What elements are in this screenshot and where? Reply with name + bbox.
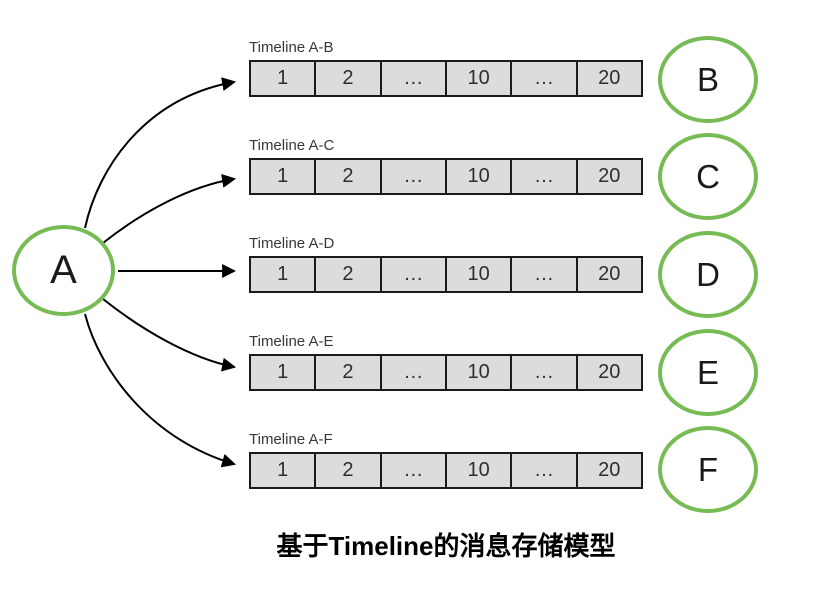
timeline-label: Timeline A-E (249, 333, 334, 350)
node-c-label: C (696, 157, 720, 195)
timeline-cells: 1 2 … 10 … 20 (249, 354, 643, 391)
timeline-section-a-e: Timeline A-E 1 2 … 10 … 20 (249, 332, 643, 391)
timeline-label: Timeline A-B (249, 39, 334, 56)
timeline-section-a-f: Timeline A-F 1 2 … 10 … 20 (249, 430, 643, 489)
arrow-a-to-b-icon (84, 77, 237, 229)
timeline-cell: 1 (249, 452, 317, 489)
timeline-cell: 20 (575, 354, 643, 391)
timeline-label: Timeline A-F (249, 431, 333, 448)
timeline-cell: … (379, 60, 447, 97)
timeline-cell: 2 (314, 452, 382, 489)
timeline-cell: 1 (249, 60, 317, 97)
timeline-cell: … (379, 158, 447, 195)
node-c: C (658, 133, 758, 220)
timeline-cell: … (379, 452, 447, 489)
timeline-cell: 10 (444, 354, 513, 391)
timeline-cell: 2 (314, 354, 382, 391)
node-f: F (658, 426, 758, 513)
timeline-cell: … (510, 60, 578, 97)
timeline-cell: 20 (575, 60, 643, 97)
timeline-section-a-b: Timeline A-B 1 2 … 10 … 20 (249, 38, 643, 97)
timeline-cell: 10 (444, 60, 513, 97)
timeline-cell: 2 (314, 256, 382, 293)
timeline-cell: … (510, 452, 578, 489)
node-a-label: A (50, 248, 77, 292)
timeline-cells: 1 2 … 10 … 20 (249, 256, 643, 293)
node-e: E (658, 329, 758, 416)
node-e-label: E (696, 353, 719, 391)
timeline-cell: … (510, 354, 578, 391)
timeline-cell: … (510, 256, 578, 293)
timeline-cell: … (379, 256, 447, 293)
timeline-cell: … (510, 158, 578, 195)
arrow-a-to-e-icon (102, 298, 237, 372)
diagram-title: 基于Timeline的消息存储模型 (276, 531, 616, 561)
timeline-cell: 2 (314, 60, 382, 97)
node-d: D (658, 231, 758, 318)
timeline-cell: 10 (444, 452, 513, 489)
timeline-cell: 10 (444, 256, 513, 293)
timeline-cell: 1 (249, 354, 317, 391)
node-a: A (12, 225, 115, 316)
timeline-cell: 20 (575, 256, 643, 293)
timeline-cell: 1 (249, 256, 317, 293)
timeline-cells: 1 2 … 10 … 20 (249, 158, 643, 195)
timeline-label: Timeline A-C (249, 137, 335, 154)
timeline-section-a-d: Timeline A-D 1 2 … 10 … 20 (249, 234, 643, 293)
timeline-cell: 10 (444, 158, 513, 195)
node-f-label: F (697, 450, 719, 488)
timeline-cells: 1 2 … 10 … 20 (249, 60, 643, 97)
node-b: B (658, 36, 758, 123)
timeline-cell: … (379, 354, 447, 391)
timeline-cell: 1 (249, 158, 317, 195)
timeline-cell: 20 (575, 452, 643, 489)
node-b-label: B (696, 60, 719, 98)
node-d-label: D (696, 255, 720, 293)
timeline-cell: 2 (314, 158, 382, 195)
timeline-cells: 1 2 … 10 … 20 (249, 452, 643, 489)
timeline-section-a-c: Timeline A-C 1 2 … 10 … 20 (249, 136, 643, 195)
arrow-a-to-c-icon (102, 173, 237, 244)
arrow-a-to-f-icon (84, 313, 237, 468)
timeline-cell: 20 (575, 158, 643, 195)
timeline-label: Timeline A-D (249, 235, 335, 252)
